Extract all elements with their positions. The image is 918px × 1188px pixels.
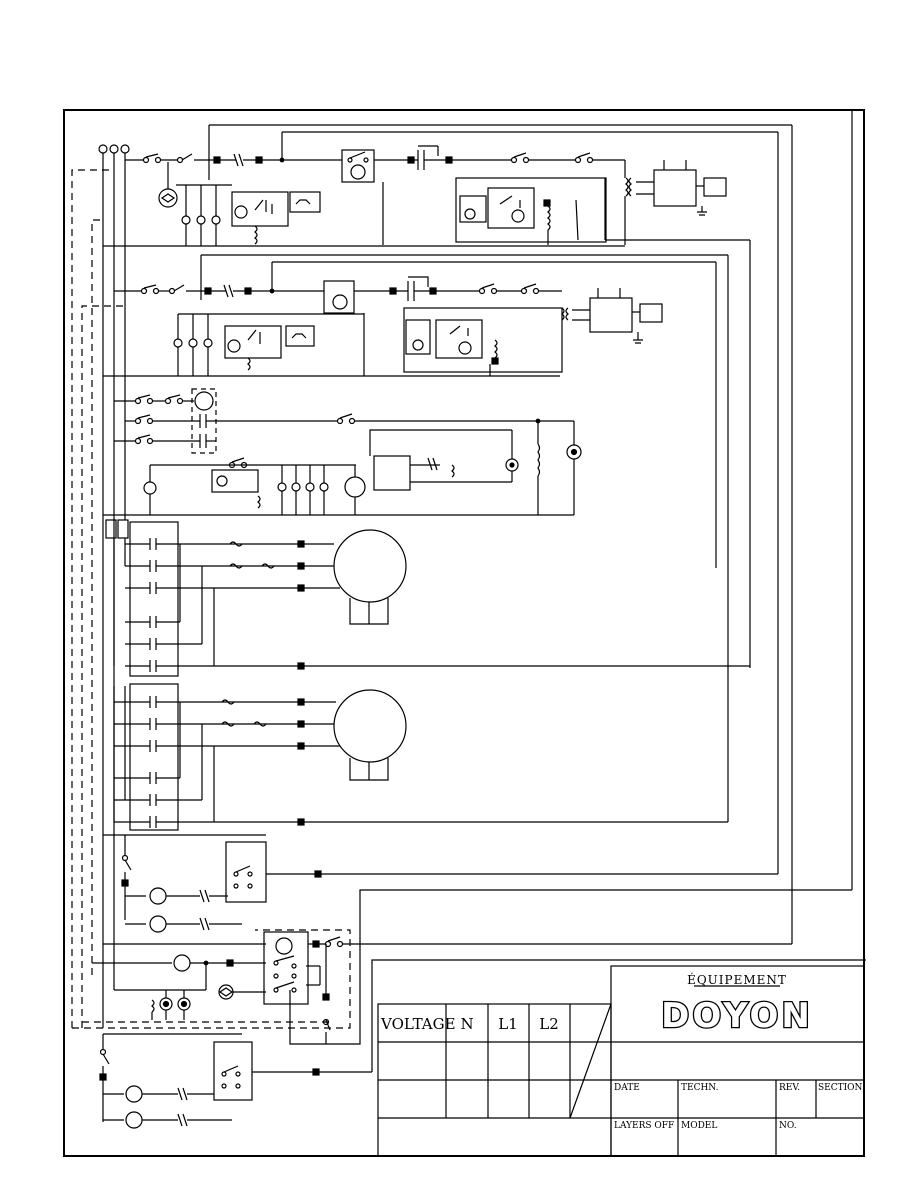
- motor-circuit-1: [105, 519, 750, 677]
- techn-label: TECHN.: [681, 1083, 719, 1093]
- title-block: [377, 965, 865, 1157]
- col-l1-label: L1: [498, 1015, 518, 1033]
- heater-circuit-2: [103, 254, 729, 822]
- rev-label: REV.: [779, 1083, 800, 1093]
- heater-circuit-1: [103, 124, 792, 668]
- motor-circuit-2: [113, 683, 728, 831]
- bottom-timer-circuit: [99, 959, 866, 1129]
- brand-logo: DOYON: [661, 996, 813, 1036]
- col-l2-label: L2: [539, 1015, 559, 1033]
- brand-top: ÉQUIPEMENT: [687, 972, 787, 987]
- control-strip: [103, 388, 582, 516]
- no-label: NO.: [779, 1121, 797, 1131]
- section-label: SECTION: [818, 1083, 863, 1093]
- date-label: DATE: [614, 1083, 640, 1093]
- voltage-label: VOLTAGE: [380, 1015, 456, 1033]
- title-block-text: ÉQUIPEMENT DOYON VOLTAGE N L1 L2 DATE TE…: [380, 972, 863, 1131]
- layers-off-label: LAYERS OFF: [614, 1121, 674, 1131]
- ground-wires: [71, 169, 351, 1029]
- col-n-label: N: [460, 1015, 473, 1033]
- model-label: MODEL: [681, 1121, 717, 1131]
- timer-circuit: [103, 132, 779, 933]
- door-switch-circuit: [92, 110, 853, 1045]
